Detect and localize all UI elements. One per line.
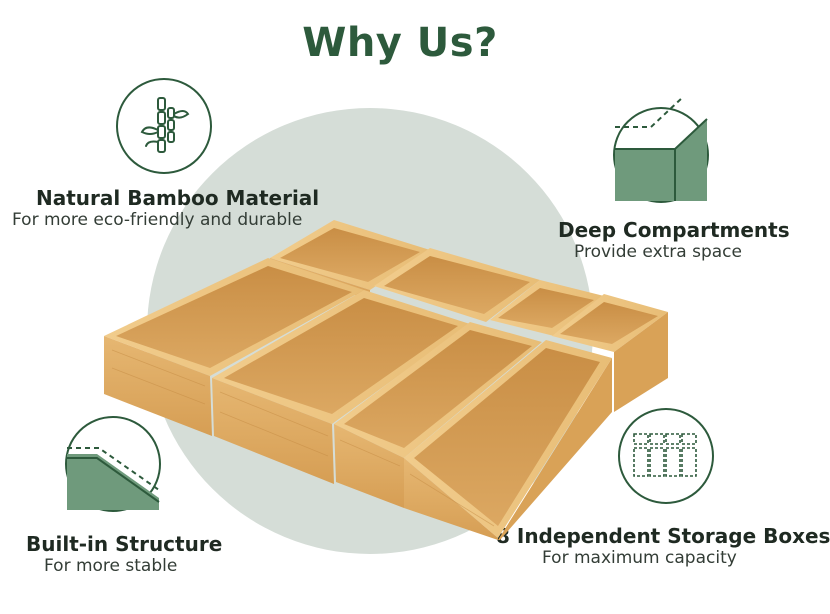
built-in-feature-title: Built-in Structure: [26, 532, 223, 556]
bamboo-organizer-image: [104, 220, 668, 540]
bamboo-feature-title: Natural Bamboo Material: [36, 186, 320, 210]
built-in-feature-subtitle: For more stable: [44, 556, 178, 576]
deep-feature-title: Deep Compartments: [558, 218, 790, 242]
bamboo-feature-subtitle: For more eco-friendly and durable: [12, 210, 303, 230]
built-in-corner-icon: [65, 416, 161, 512]
organizer-box: [404, 340, 612, 540]
organizer-box: [374, 248, 540, 322]
organizer-box: [212, 290, 470, 484]
organizer-box: [552, 294, 668, 412]
bamboo-icon: [116, 78, 212, 174]
boxes-feature-subtitle: For maximum capacity: [542, 548, 737, 568]
deep-feature-subtitle: Provide extra space: [574, 242, 742, 262]
deep-compartment-icon: [613, 96, 709, 203]
storage-boxes-icon: [618, 408, 714, 504]
page-title: Why Us?: [302, 20, 498, 66]
organizer-box: [490, 280, 604, 336]
boxes-feature-title: 8 Independent Storage Boxes: [496, 524, 830, 548]
organizer-box: [334, 322, 542, 508]
